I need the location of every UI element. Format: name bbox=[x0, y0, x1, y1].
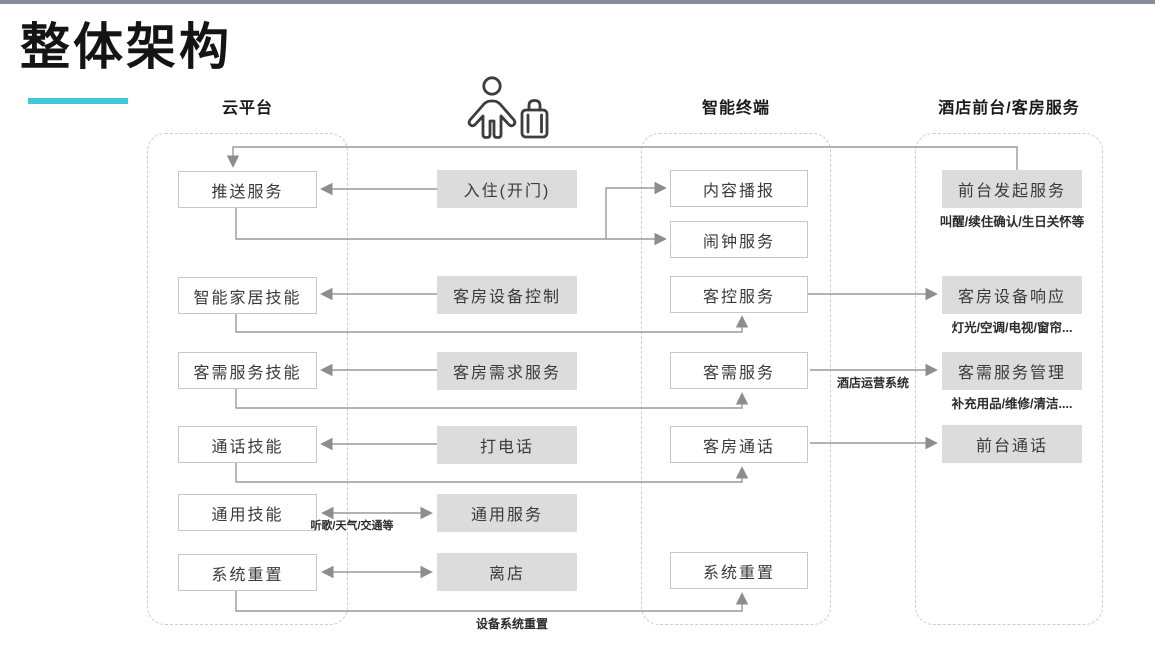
node-room-request-service: 客房需求服务 bbox=[437, 352, 577, 390]
node-room-device-response: 客房设备响应 bbox=[942, 276, 1082, 314]
node-label: 内容播报 bbox=[702, 182, 775, 200]
node-label: 离店 bbox=[488, 566, 525, 583]
edge-label-device-system-reset: 设备系统重置 bbox=[475, 617, 548, 631]
node-label: 通用技能 bbox=[211, 506, 284, 524]
edge-label-hotel-ops-system: 酒店运营系统 bbox=[836, 376, 909, 390]
node-label: 客房通话 bbox=[702, 438, 775, 456]
node-label: 智能家居技能 bbox=[193, 289, 302, 307]
node-front-desk-call: 前台通话 bbox=[942, 425, 1082, 463]
edge-label-general-services: 听歌/天气/交通等 bbox=[310, 520, 394, 532]
node-label: 闹钟服务 bbox=[702, 233, 775, 251]
node-check-out: 离店 bbox=[437, 553, 577, 591]
node-room-call: 客房通话 bbox=[670, 426, 808, 463]
top-divider-bar bbox=[0, 0, 1155, 4]
title-accent-underline bbox=[28, 98, 128, 104]
note-guest-need-management: 补充用品/维修/清洁.... bbox=[951, 397, 1073, 411]
note-room-device-response: 灯光/空调/电视/窗帘... bbox=[951, 321, 1073, 335]
node-label: 打电话 bbox=[479, 439, 534, 456]
node-label: 系统重置 bbox=[702, 564, 775, 582]
node-label: 客房设备控制 bbox=[452, 289, 561, 306]
column-header-terminal: 智能终端 bbox=[701, 100, 770, 117]
column-header-cloud: 云平台 bbox=[221, 100, 273, 117]
hotel-service-group bbox=[915, 133, 1103, 625]
node-alarm-service: 闹钟服务 bbox=[670, 221, 808, 258]
node-system-reset-terminal: 系统重置 bbox=[670, 552, 808, 589]
column-header-hotel: 酒店前台/客房服务 bbox=[938, 100, 1080, 117]
smart-terminal-group bbox=[641, 133, 831, 625]
node-label: 推送服务 bbox=[211, 183, 284, 201]
node-system-reset-cloud: 系统重置 bbox=[178, 554, 317, 591]
node-guest-need-management: 客需服务管理 bbox=[942, 352, 1082, 390]
node-label: 通用服务 bbox=[470, 507, 543, 524]
node-label: 客需服务 bbox=[702, 364, 775, 382]
node-front-desk-initiated: 前台发起服务 bbox=[942, 170, 1082, 208]
node-label: 入住(开门) bbox=[463, 183, 551, 200]
node-smart-home-skill: 智能家居技能 bbox=[178, 277, 317, 314]
node-room-device-control: 客房设备控制 bbox=[437, 276, 577, 314]
cloud-platform-group bbox=[147, 133, 348, 625]
note-front-desk-initiated: 叫醒/续住确认/生日关怀等 bbox=[939, 215, 1085, 229]
node-check-in: 入住(开门) bbox=[437, 170, 577, 208]
node-general-service: 通用服务 bbox=[437, 494, 577, 532]
node-label: 客房需求服务 bbox=[452, 365, 561, 382]
node-push-service: 推送服务 bbox=[178, 171, 317, 208]
node-guest-need-skill: 客需服务技能 bbox=[178, 352, 317, 389]
node-label: 前台发起服务 bbox=[957, 183, 1066, 200]
node-label: 客控服务 bbox=[702, 288, 775, 306]
node-label: 通话技能 bbox=[211, 438, 284, 456]
node-content-broadcast: 内容播报 bbox=[670, 170, 808, 207]
node-label: 系统重置 bbox=[211, 566, 284, 584]
person-with-luggage-icon bbox=[467, 76, 549, 139]
node-room-control-service: 客控服务 bbox=[670, 276, 808, 313]
node-label: 客需服务技能 bbox=[193, 364, 302, 382]
node-label: 客房设备响应 bbox=[957, 289, 1066, 306]
page-title: 整体架构 bbox=[20, 19, 232, 75]
node-make-call: 打电话 bbox=[437, 426, 577, 464]
node-call-skill: 通话技能 bbox=[178, 426, 317, 463]
node-guest-need-service: 客需服务 bbox=[670, 352, 808, 389]
node-general-skill: 通用技能 bbox=[178, 494, 317, 531]
node-label: 前台通话 bbox=[975, 438, 1048, 455]
node-label: 客需服务管理 bbox=[957, 365, 1066, 382]
